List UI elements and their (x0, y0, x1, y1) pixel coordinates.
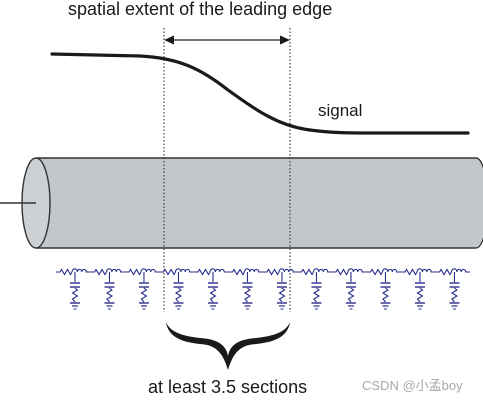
ladder-inductor (381, 268, 401, 273)
ladder-resistor (435, 268, 452, 276)
extent-dimension-arrow (164, 35, 290, 45)
ladder-resistor (56, 268, 73, 276)
ladder-conductance (140, 287, 148, 303)
ladder-inductor (278, 268, 298, 273)
ladder-conductance (209, 287, 217, 303)
signal-curve (50, 52, 470, 135)
extent-label: spatial extent of the leading edge (68, 0, 333, 19)
ladder-inductor (174, 268, 194, 273)
ladder-conductance (347, 287, 355, 303)
ladder-resistor (297, 268, 314, 276)
ladder-resistor (125, 268, 142, 276)
ladder-inductor (312, 268, 332, 273)
ladder-inductor (105, 268, 125, 273)
ladder-conductance (381, 287, 390, 303)
ladder-inductor (450, 268, 470, 273)
ladder-resistor (159, 268, 176, 276)
ladder-resistor (401, 268, 418, 276)
ladder-inductor (347, 268, 367, 273)
sections-label: at least 3.5 sections (148, 377, 308, 397)
ladder-inductor (140, 268, 160, 273)
ladder-conductance (450, 287, 459, 303)
ladder-resistor (228, 268, 245, 276)
ladder-resistor (194, 268, 211, 276)
ladder-conductance (278, 287, 286, 303)
cable (0, 157, 483, 249)
ladder-conductance (71, 287, 79, 303)
ladder-inductor (243, 268, 263, 273)
ladder-conductance (416, 287, 424, 303)
watermark: CSDN @小孟boy (362, 378, 463, 393)
ladder-inductor (71, 268, 91, 273)
ladder-conductance (243, 287, 252, 303)
ladder-resistor (263, 268, 280, 276)
lumped-element-ladder (56, 268, 470, 310)
ladder-conductance (105, 287, 114, 303)
ladder-resistor (332, 268, 349, 276)
ladder-conductance (312, 287, 321, 303)
ladder-resistor (366, 268, 383, 276)
ladder-inductor (209, 268, 229, 273)
signal-label: signal (318, 101, 363, 120)
ladder-conductance (174, 287, 183, 303)
ladder-resistor (90, 268, 107, 276)
sections-brace (166, 322, 290, 370)
ladder-inductor (416, 268, 436, 273)
